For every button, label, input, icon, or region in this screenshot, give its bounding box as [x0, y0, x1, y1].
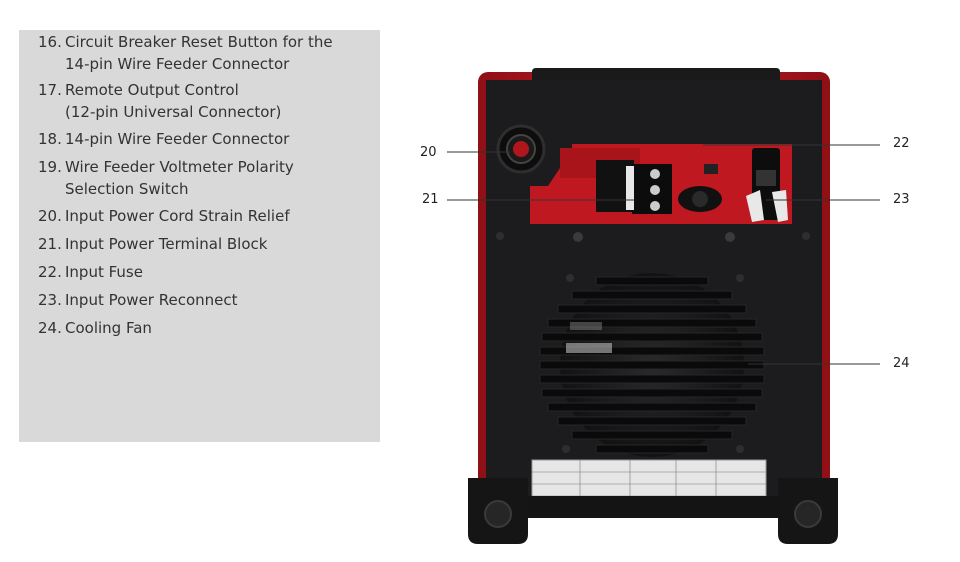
legend-number: 24.	[38, 319, 62, 337]
legend-text-line: 14-pin Wire Feeder Connector	[65, 54, 290, 73]
legend-number: 18.	[38, 130, 62, 148]
legend-number: 21.	[38, 235, 62, 253]
cooling-fan-grille	[539, 273, 765, 457]
callout-number-22: 22	[893, 136, 910, 151]
terminal-block-icon	[596, 160, 672, 214]
callout-number-24: 24	[893, 356, 910, 371]
legend-text-line: Selection Switch	[65, 179, 189, 198]
legend-text-line: Input Power Cord Strain Relief	[65, 207, 290, 225]
callout-number-23: 23	[893, 192, 910, 207]
callout-number-21: 21	[422, 192, 439, 207]
reconnect-switch-icon	[746, 148, 788, 222]
legend-number: 16.	[38, 33, 62, 51]
input-fuse-icon	[678, 164, 722, 212]
legend-text-line: Circuit Breaker Reset Button for the	[65, 33, 333, 51]
rubber-feet	[468, 478, 838, 544]
legend-text-line: Remote Output Control	[65, 81, 239, 99]
legend-text-line: Wire Feeder Voltmeter Polarity	[65, 158, 294, 176]
legend-text-line: Input Fuse	[65, 263, 143, 281]
legend-number: 17.	[38, 81, 62, 99]
legend-number: 20.	[38, 207, 62, 225]
strain-relief-icon	[496, 124, 546, 174]
legend-number: 22.	[38, 263, 62, 281]
legend-number: 23.	[38, 291, 62, 309]
panel-screws	[496, 232, 810, 453]
legend-text-line: 14-pin Wire Feeder Connector	[65, 130, 290, 148]
legend-text-line: Cooling Fan	[65, 319, 152, 337]
callout-number-20: 20	[420, 145, 437, 160]
legend-panel: 16. Circuit Breaker Reset Button for the…	[19, 30, 380, 442]
legend-number: 19.	[38, 158, 62, 176]
legend-text-line: Input Power Terminal Block	[65, 235, 268, 253]
legend-text-line: (12-pin Universal Connector)	[65, 102, 282, 121]
legend-text-line: Input Power Reconnect	[65, 291, 238, 309]
callout-lines	[447, 144, 880, 365]
